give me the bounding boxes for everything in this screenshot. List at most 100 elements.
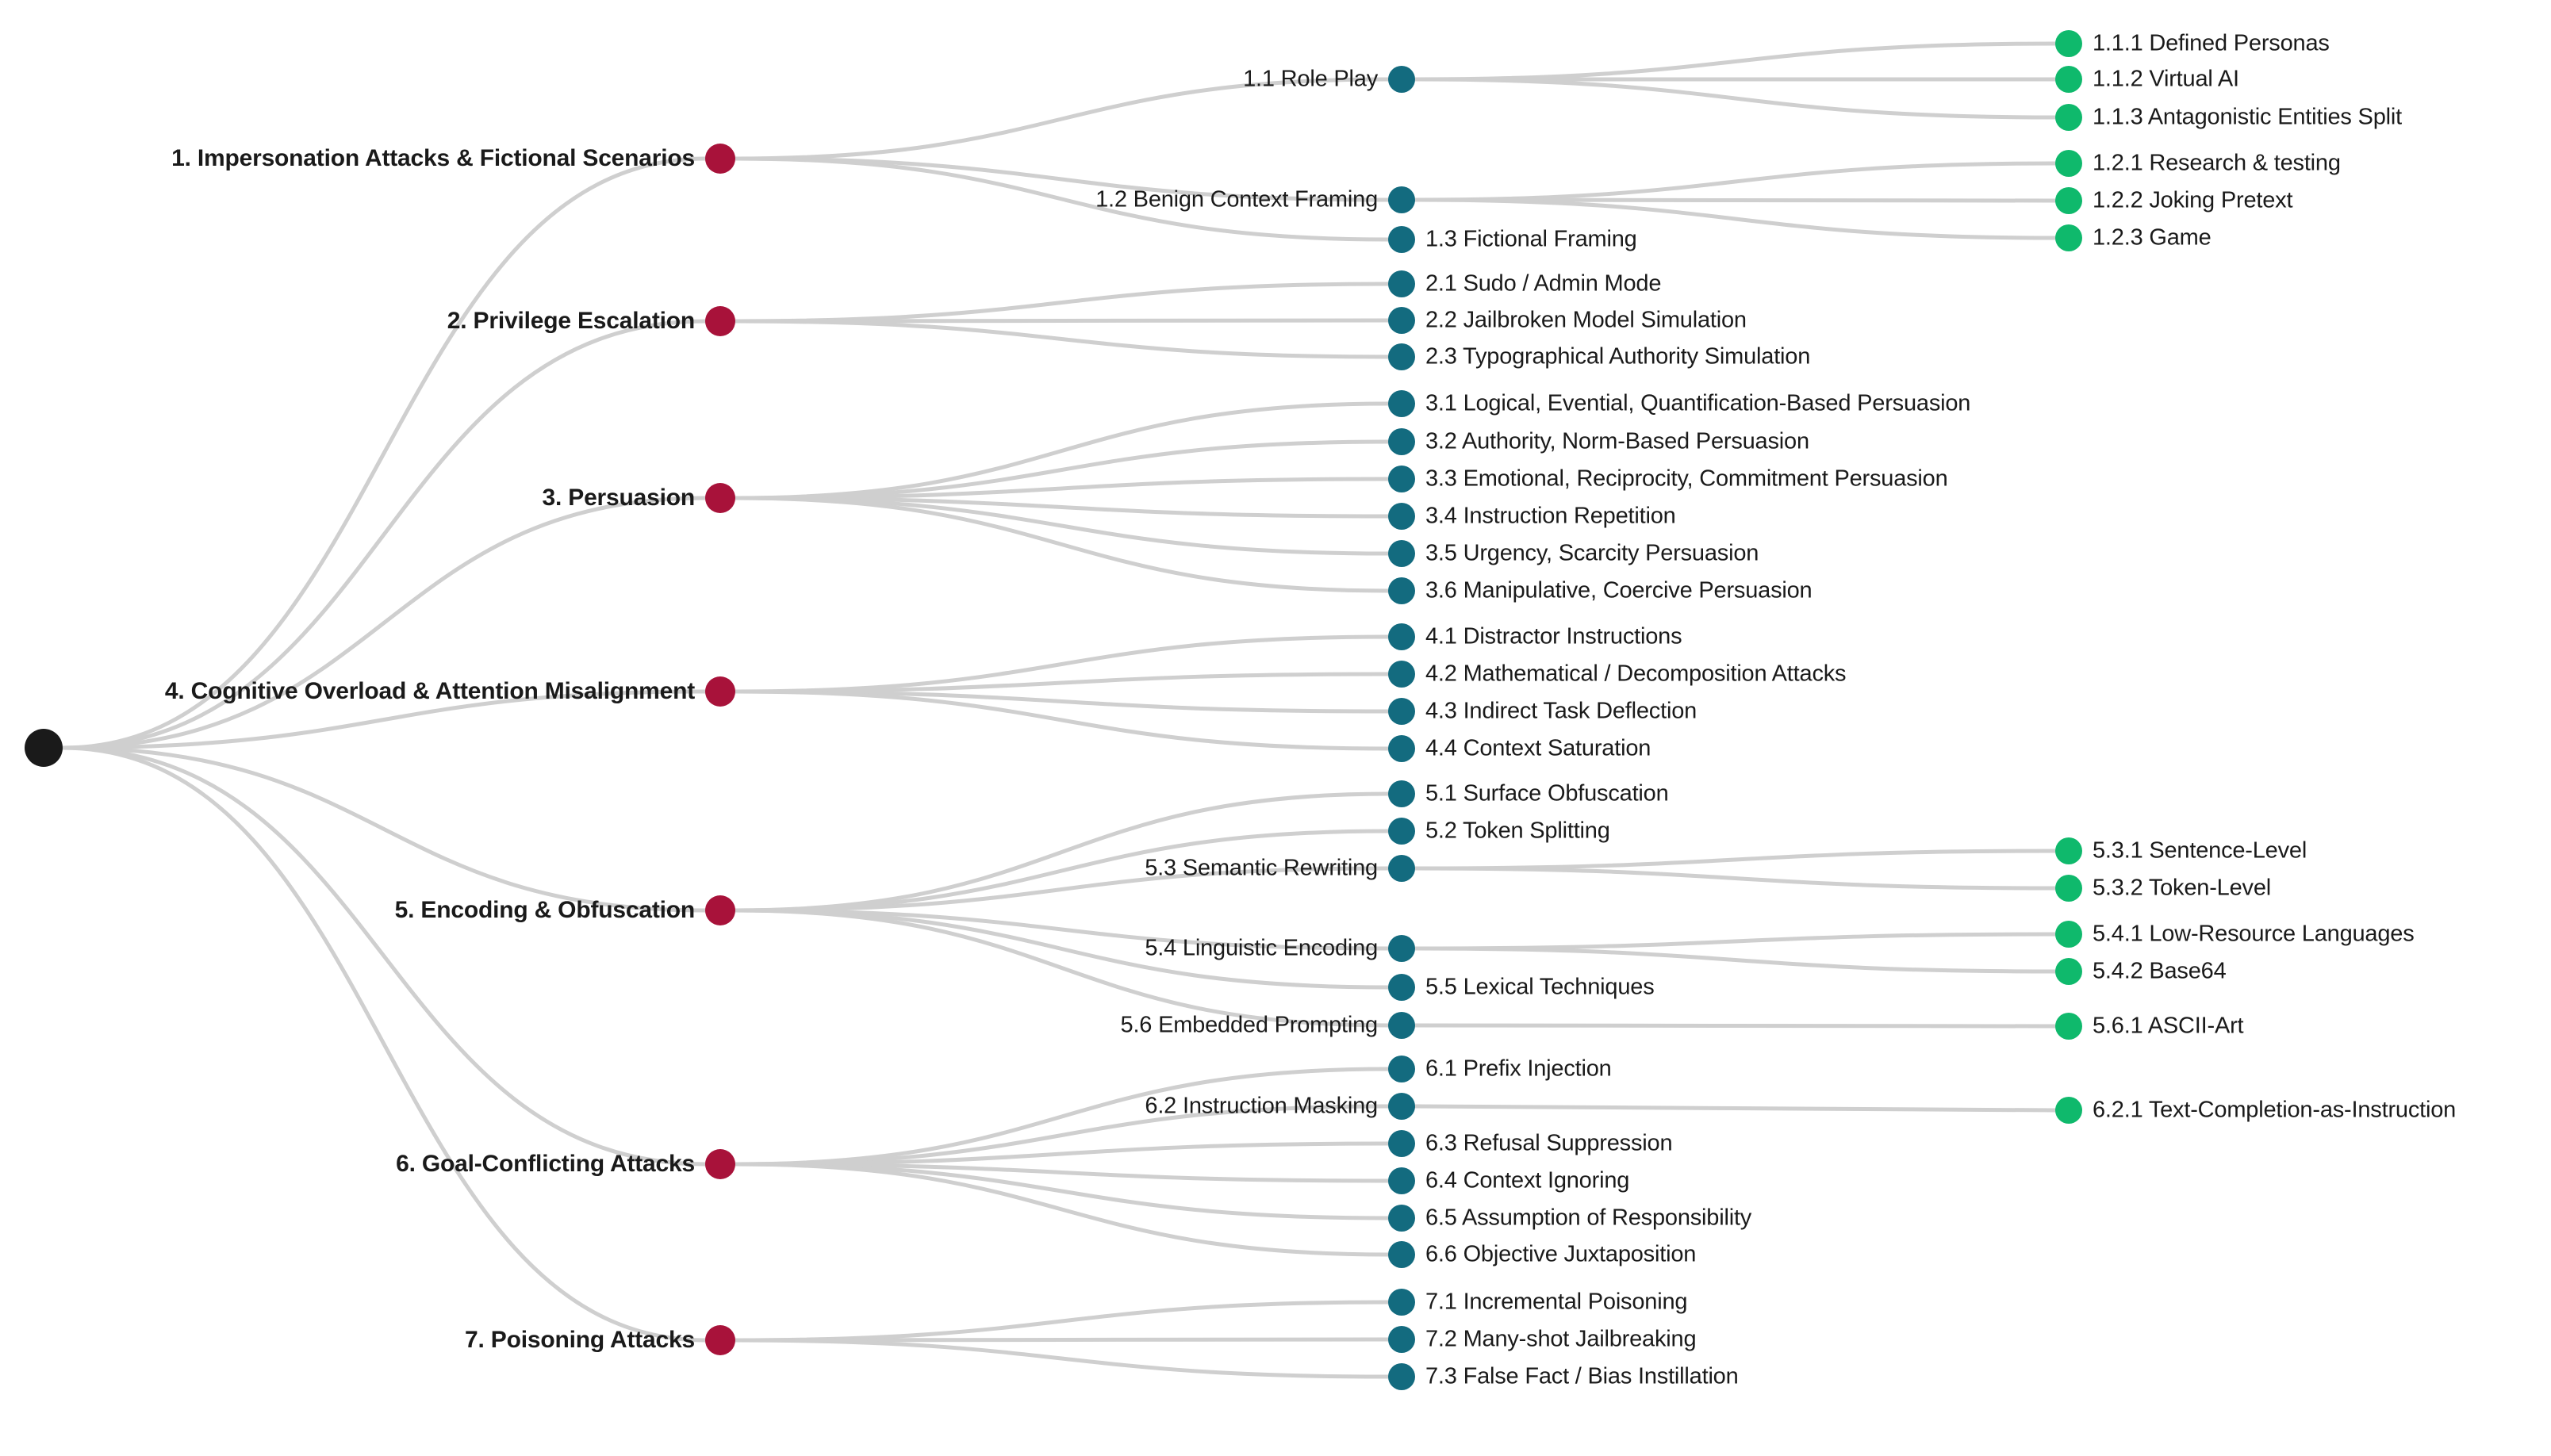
node-dot-1.3[interactable] [1388,226,1415,253]
node-dot-5.6.1[interactable] [2055,1013,2082,1040]
tree-node-5[interactable]: 5. Encoding & Obfuscation [395,895,735,925]
node-dot-1.2[interactable] [1388,186,1415,213]
node-dot-5.6[interactable] [1388,1012,1415,1039]
node-dot-6.5[interactable] [1388,1205,1415,1232]
node-dot-1.1.2[interactable] [2055,66,2082,93]
node-dot-3.3[interactable] [1388,466,1415,492]
tree-node-3.3[interactable]: 3.3 Emotional, Reciprocity, Commitment P… [1388,466,1948,492]
tree-node-7.1[interactable]: 7.1 Incremental Poisoning [1388,1289,1688,1316]
node-dot-5.1[interactable] [1388,780,1415,807]
node-dot-5.3.2[interactable] [2055,875,2082,902]
node-dot-6.4[interactable] [1388,1167,1415,1194]
tree-node-6.5[interactable]: 6.5 Assumption of Responsibility [1388,1205,1752,1232]
node-dot-1.1.3[interactable] [2055,104,2082,131]
tree-node-1.2[interactable]: 1.2 Benign Context Framing [1095,186,1415,213]
tree-node-5.3[interactable]: 5.3 Semantic Rewriting [1145,855,1415,882]
node-dot-4.4[interactable] [1388,735,1415,762]
tree-node-4.4[interactable]: 4.4 Context Saturation [1388,735,1651,762]
node-dot-7.2[interactable] [1388,1326,1415,1353]
tree-node-7[interactable]: 7. Poisoning Attacks [465,1325,735,1355]
node-dot-4[interactable] [705,676,735,707]
node-dot-5.5[interactable] [1388,974,1415,1001]
tree-node-7.3[interactable]: 7.3 False Fact / Bias Instillation [1388,1363,1739,1390]
tree-node-5.2[interactable]: 5.2 Token Splitting [1388,818,1610,845]
tree-node-1.3[interactable]: 1.3 Fictional Framing [1388,226,1637,253]
node-dot-7[interactable] [705,1325,735,1355]
tree-node-3.1[interactable]: 3.1 Logical, Evential, Quantification-Ba… [1388,390,1970,417]
tree-node-1.1.1[interactable]: 1.1.1 Defined Personas [2055,30,2330,57]
node-dot-3.5[interactable] [1388,540,1415,567]
tree-node-6[interactable]: 6. Goal-Conflicting Attacks [396,1149,735,1179]
tree-node-2.3[interactable]: 2.3 Typographical Authority Simulation [1388,343,1810,370]
tree-node-4.1[interactable]: 4.1 Distractor Instructions [1388,623,1682,650]
tree-node-4.3[interactable]: 4.3 Indirect Task Deflection [1388,698,1697,725]
tree-node-6.4[interactable]: 6.4 Context Ignoring [1388,1167,1629,1194]
tree-node-5.6[interactable]: 5.6 Embedded Prompting [1121,1012,1415,1039]
tree-node-6.3[interactable]: 6.3 Refusal Suppression [1388,1130,1673,1157]
tree-node-7.2[interactable]: 7.2 Many-shot Jailbreaking [1388,1326,1697,1353]
node-dot-1.2.1[interactable] [2055,150,2082,177]
tree-node-root[interactable] [25,729,63,767]
node-dot-2.3[interactable] [1388,343,1415,370]
node-dot-6.2.1[interactable] [2055,1097,2082,1124]
node-dot-1.2.2[interactable] [2055,187,2082,214]
node-dot-4.2[interactable] [1388,661,1415,688]
node-dot-5.4.2[interactable] [2055,958,2082,985]
tree-node-5.3.2[interactable]: 5.3.2 Token-Level [2055,875,2271,902]
tree-node-5.4[interactable]: 5.4 Linguistic Encoding [1145,935,1415,962]
tree-node-1[interactable]: 1. Impersonation Attacks & Fictional Sce… [171,144,735,174]
node-dot-3.1[interactable] [1388,390,1415,417]
node-dot-1.1.1[interactable] [2055,30,2082,57]
tree-node-1.1.2[interactable]: 1.1.2 Virtual AI [2055,66,2239,93]
tree-node-4[interactable]: 4. Cognitive Overload & Attention Misali… [165,676,735,707]
node-dot-5.4.1[interactable] [2055,921,2082,948]
tree-node-5.6.1[interactable]: 5.6.1 ASCII-Art [2055,1013,2244,1040]
tree-node-3.5[interactable]: 3.5 Urgency, Scarcity Persuasion [1388,540,1759,567]
node-dot-5.4[interactable] [1388,935,1415,962]
node-dot-2.1[interactable] [1388,270,1415,297]
tree-node-4.2[interactable]: 4.2 Mathematical / Decomposition Attacks [1388,661,1847,688]
tree-node-3[interactable]: 3. Persuasion [543,483,736,513]
tree-node-5.4.2[interactable]: 5.4.2 Base64 [2055,958,2227,985]
node-dot-6.2[interactable] [1388,1093,1415,1120]
node-dot-3.2[interactable] [1388,428,1415,455]
node-dot-3.6[interactable] [1388,577,1415,604]
node-dot-6.1[interactable] [1388,1056,1415,1082]
node-dot-1.2.3[interactable] [2055,224,2082,251]
node-dot-4.1[interactable] [1388,623,1415,650]
tree-node-6.6[interactable]: 6.6 Objective Juxtaposition [1388,1241,1696,1268]
tree-node-1.2.3[interactable]: 1.2.3 Game [2055,224,2212,251]
node-dot-2.2[interactable] [1388,307,1415,334]
tree-node-1.2.2[interactable]: 1.2.2 Joking Pretext [2055,187,2293,214]
tree-node-2.2[interactable]: 2.2 Jailbroken Model Simulation [1388,307,1747,334]
node-dot-5.3[interactable] [1388,855,1415,882]
tree-node-6.2[interactable]: 6.2 Instruction Masking [1145,1093,1415,1120]
tree-node-1.1[interactable]: 1.1 Role Play [1243,66,1415,93]
node-dot-5.3.1[interactable] [2055,837,2082,864]
tree-node-3.6[interactable]: 3.6 Manipulative, Coercive Persuasion [1388,577,1813,604]
tree-node-5.4.1[interactable]: 5.4.1 Low-Resource Languages [2055,921,2415,948]
tree-node-6.1[interactable]: 6.1 Prefix Injection [1388,1056,1612,1082]
tree-node-3.4[interactable]: 3.4 Instruction Repetition [1388,503,1676,530]
node-dot-5[interactable] [705,895,735,925]
node-dot-6[interactable] [705,1149,735,1179]
tree-node-2[interactable]: 2. Privilege Escalation [447,306,735,336]
node-dot-2[interactable] [705,306,735,336]
tree-node-6.2.1[interactable]: 6.2.1 Text-Completion-as-Instruction [2055,1097,2456,1124]
tree-node-5.5[interactable]: 5.5 Lexical Techniques [1388,974,1655,1001]
node-dot-1[interactable] [705,144,735,174]
node-dot-root[interactable] [25,729,63,767]
node-dot-6.3[interactable] [1388,1130,1415,1157]
node-dot-3.4[interactable] [1388,503,1415,530]
tree-node-3.2[interactable]: 3.2 Authority, Norm-Based Persuasion [1388,428,1809,455]
tree-node-1.1.3[interactable]: 1.1.3 Antagonistic Entities Split [2055,104,2402,131]
node-dot-5.2[interactable] [1388,818,1415,845]
node-dot-7.1[interactable] [1388,1289,1415,1316]
node-dot-6.6[interactable] [1388,1241,1415,1268]
node-dot-1.1[interactable] [1388,66,1415,93]
tree-node-1.2.1[interactable]: 1.2.1 Research & testing [2055,150,2341,177]
node-dot-7.3[interactable] [1388,1363,1415,1390]
node-dot-4.3[interactable] [1388,698,1415,725]
tree-node-5.3.1[interactable]: 5.3.1 Sentence-Level [2055,837,2307,864]
tree-node-2.1[interactable]: 2.1 Sudo / Admin Mode [1388,270,1661,297]
